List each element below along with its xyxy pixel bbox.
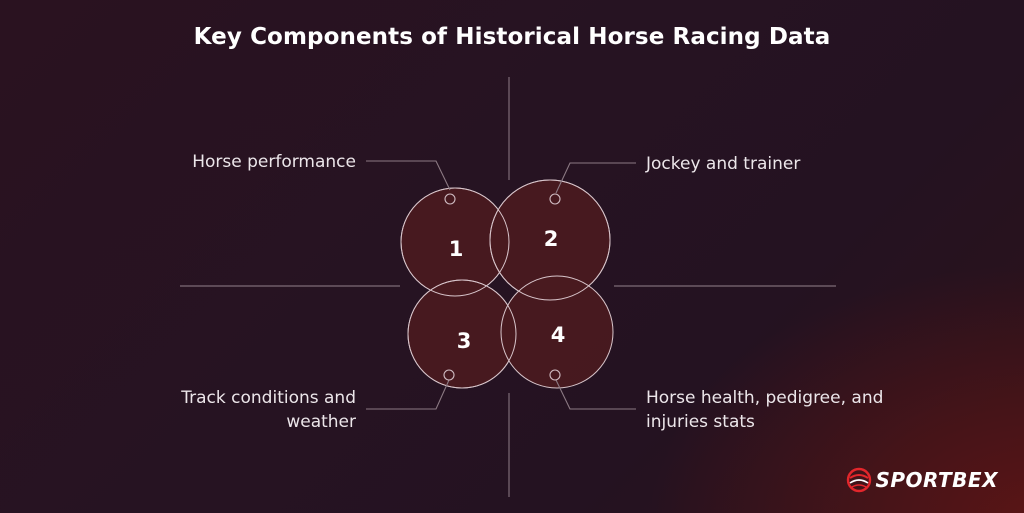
component-circle-4 [500, 275, 614, 389]
sportbex-logo-icon [847, 467, 872, 493]
component-label-4: Horse health, pedigree, and injuries sta… [646, 388, 884, 432]
component-number-1: 1 [449, 237, 464, 261]
brand-name: SPORTBEX [875, 468, 998, 492]
connector-4 [555, 379, 636, 410]
marker-ring-3 [443, 369, 455, 381]
component-label-1: Horse performance [192, 152, 356, 172]
component-number-4: 4 [551, 323, 566, 347]
page-title: Key Components of Historical Horse Racin… [193, 24, 831, 50]
connector-1 [366, 160, 451, 191]
component-label-2: Jockey and trainer [646, 154, 801, 174]
component-label-3: Track conditions and weather [181, 388, 356, 432]
connector-3 [366, 379, 450, 410]
connector-2 [555, 162, 636, 194]
marker-ring-2 [549, 193, 561, 205]
component-outline-3 [407, 279, 517, 389]
marker-ring-1 [444, 193, 456, 205]
marker-ring-4 [549, 369, 561, 381]
component-outline-1 [400, 187, 510, 297]
brand-logo: SPORTBEX [845, 466, 998, 494]
component-outline-2 [489, 179, 611, 301]
component-number-3: 3 [457, 329, 472, 353]
component-number-2: 2 [544, 227, 559, 251]
